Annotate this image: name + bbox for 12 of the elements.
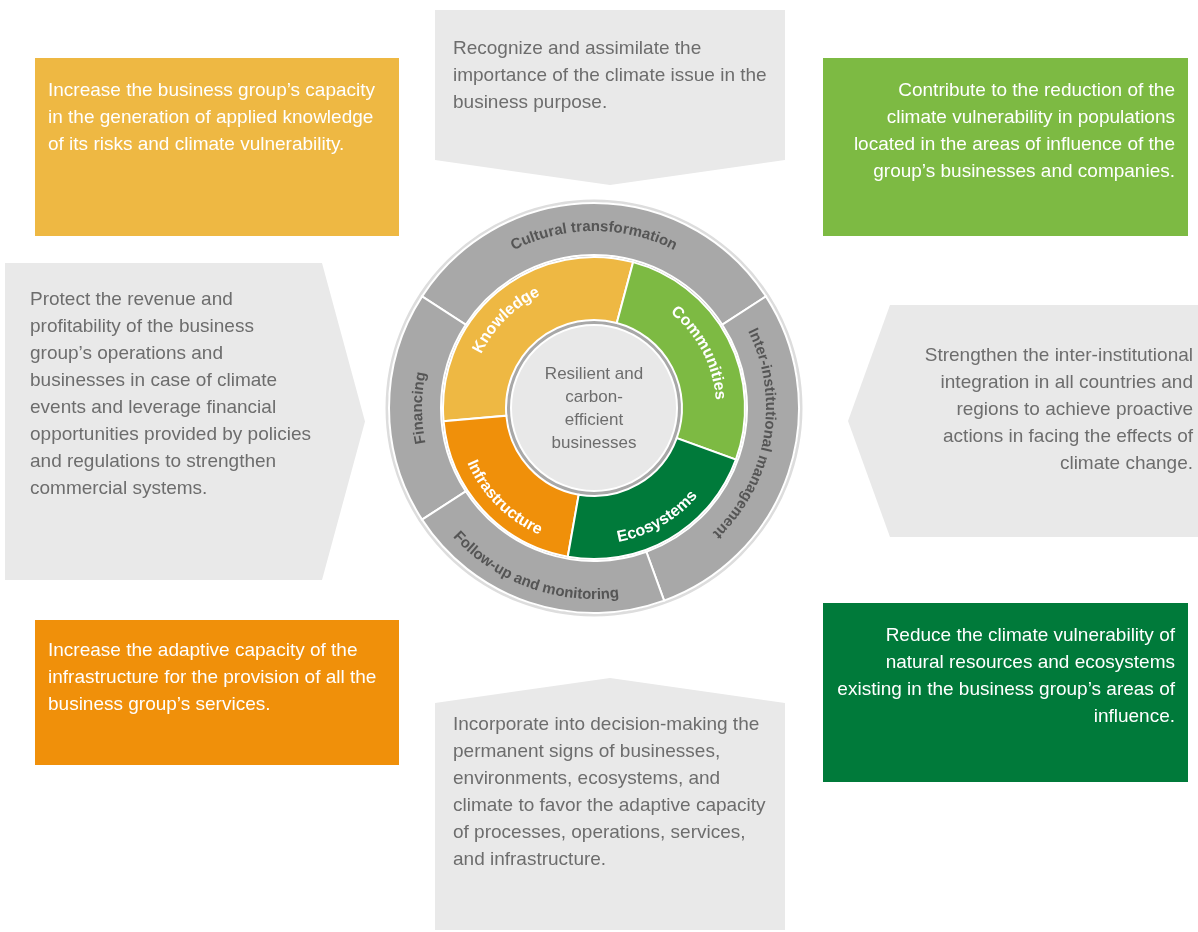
goal-text: Increase the adaptive capacity of the infrastructure for the provision of all the business group’s services. (48, 638, 378, 716)
goal-box (823, 58, 1188, 236)
goal-text: Recognize and assimilate the importance of the climate issue in the business purpose. (453, 36, 767, 114)
goal-text: Incorporate into decision-making the permanent signs of businesses, environments, ecosystems, and climate to favor the adaptive capacity of processes, operations, services, and infrastructure. (453, 712, 767, 871)
goal-box (823, 603, 1188, 782)
goal-text: Strengthen the inter-institutional integration in all countries and regions to achieve proactive actions in facing the effects of climate change. (923, 343, 1193, 475)
goal-text: Reduce the climate vulnerability of natural resources and ecosystems existing in the business group’s areas of influence. (836, 623, 1175, 728)
goal-box (35, 620, 399, 765)
goal-text: Protect the revenue and profitability of the business group’s operations and businesses in case of climate events and leverage financial opportunities provided by policies and regulations to strengthen commercial systems. (30, 287, 312, 500)
goal-text: Contribute to the reduction of the climate vulnerability in populations located in the areas of influence of the group’s businesses and companies. (852, 78, 1175, 183)
goal-text: Increase the business group’s capacity in the generation of applied knowledge of its risks and climate vulnerability. (48, 78, 377, 156)
goal-box (35, 58, 399, 236)
